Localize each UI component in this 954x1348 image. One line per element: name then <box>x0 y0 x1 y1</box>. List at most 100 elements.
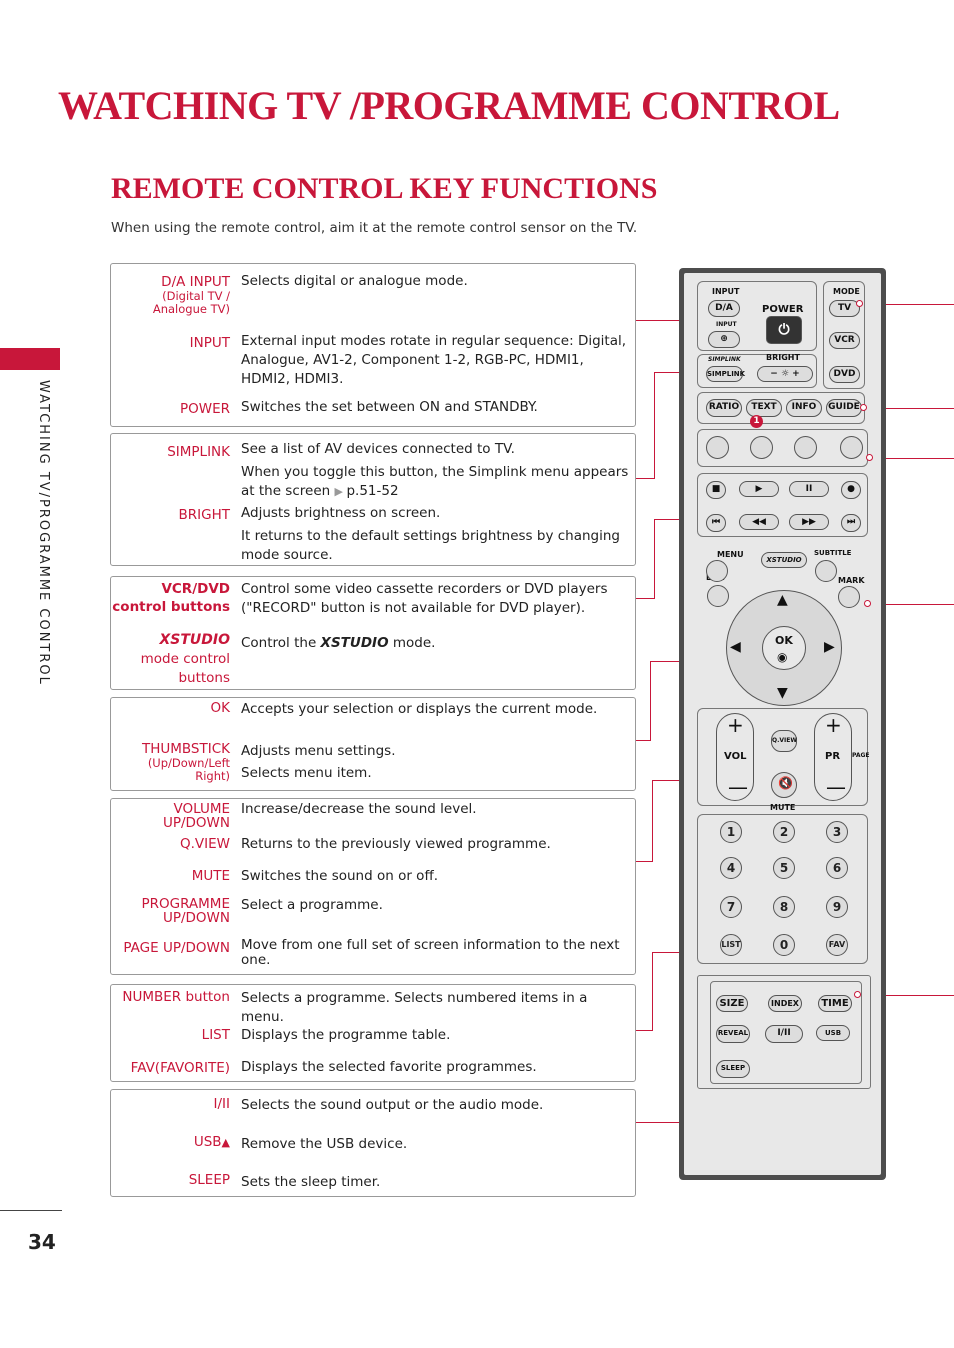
text-button[interactable]: TEXT <box>746 399 782 417</box>
box-volume-programme: VOLUME UP/DOWN Increase/decrease the sou… <box>110 798 636 975</box>
number-button-1[interactable]: 1 <box>720 821 742 843</box>
leader-line <box>652 780 697 781</box>
info-button[interactable]: INFO <box>786 399 822 417</box>
record-button[interactable]: ● <box>841 481 861 499</box>
remote-pr-label: PR <box>825 751 841 762</box>
leader-line <box>654 519 690 520</box>
power-desc: Switches the set between ON and STANDBY. <box>241 399 538 415</box>
bright-button[interactable]: − ☼ + <box>757 366 813 382</box>
guide-button[interactable]: GUIDE <box>826 399 862 417</box>
fav-button[interactable]: FAV <box>826 934 848 956</box>
skip-back-button[interactable]: ⏮ <box>706 514 726 532</box>
thumbstick-key: THUMBSTICK <box>141 741 230 757</box>
programme-rocker[interactable] <box>814 713 852 801</box>
number-button-9[interactable]: 9 <box>826 896 848 918</box>
box-simplink-bright: SIMPLINK See a list of AV devices connec… <box>110 433 636 566</box>
nav-up-icon[interactable]: ▲ <box>777 592 788 608</box>
volume-key2: UP/DOWN <box>162 815 230 831</box>
number-button-0[interactable]: 0 <box>773 934 795 956</box>
red-key[interactable] <box>706 436 729 459</box>
programme-up-icon[interactable]: + <box>825 713 842 737</box>
number-button-6[interactable]: 6 <box>826 857 848 879</box>
page-key: PAGE UP/DOWN <box>123 940 230 956</box>
pause-button[interactable]: II <box>789 481 829 497</box>
number-button-5[interactable]: 5 <box>773 857 795 879</box>
green-key[interactable] <box>750 436 773 459</box>
leader-line <box>652 952 697 953</box>
subtitle-button[interactable] <box>815 560 837 582</box>
xstudio-inline-logo: XSTUDIO <box>320 635 389 651</box>
dvd-mode-button[interactable]: DVD <box>829 366 860 383</box>
rewind-button[interactable]: ◀◀ <box>739 514 779 530</box>
simplink-button[interactable]: SIMPLINK <box>706 366 745 382</box>
input-icon: ⊕ <box>720 334 728 344</box>
arrow-right-icon: ▶ <box>334 485 347 498</box>
exit-button[interactable] <box>707 585 729 607</box>
ok-button[interactable] <box>762 626 806 670</box>
nav-right-icon[interactable]: ▶ <box>824 639 835 655</box>
blue-key[interactable] <box>840 436 863 459</box>
skip-forward-button[interactable]: ⏭ <box>841 514 861 532</box>
power-button[interactable]: ⏻ <box>766 316 802 344</box>
simplink-ref: p.51-52 <box>346 483 399 499</box>
leader-line <box>654 372 655 479</box>
qview-button[interactable]: Q.VIEW <box>771 730 797 752</box>
stop-icon: ■ <box>711 484 721 494</box>
programme-key2: UP/DOWN <box>162 910 230 926</box>
number-button-8[interactable]: 8 <box>773 896 795 918</box>
volume-down-icon[interactable]: — <box>728 775 748 799</box>
audio-key: I/II <box>213 1096 231 1112</box>
volume-desc: Increase/decrease the sound level. <box>241 801 477 817</box>
sleep-button[interactable]: SLEEP <box>716 1060 750 1078</box>
usb-button[interactable]: USB <box>816 1025 850 1041</box>
programme-down-icon[interactable]: — <box>826 775 846 799</box>
play-button[interactable]: ▶ <box>739 481 779 497</box>
stop-button[interactable]: ■ <box>706 481 726 499</box>
index-button[interactable]: INDEX <box>768 995 802 1012</box>
time-button[interactable]: TIME <box>818 995 852 1012</box>
ratio-button[interactable]: RATIO <box>706 399 742 417</box>
power-key: POWER <box>179 401 230 417</box>
rewind-icon: ◀◀ <box>752 517 766 527</box>
tv-mode-button[interactable]: TV <box>829 300 860 317</box>
simplink-desc2: When you toggle this button, the Simplin… <box>241 464 629 499</box>
input-desc: External input modes rotate in regular s… <box>241 333 627 387</box>
vcr-key2: control buttons <box>112 599 230 615</box>
xstudio-button[interactable]: XSTUDIO <box>761 552 807 568</box>
number-button-7[interactable]: 7 <box>720 896 742 918</box>
remote-ok-label: OK <box>775 634 793 647</box>
input-button[interactable]: ⊕ <box>708 331 740 348</box>
mark-button[interactable] <box>838 586 860 608</box>
list-button[interactable]: LIST <box>720 934 742 956</box>
mute-button[interactable] <box>771 772 797 798</box>
sleep-key: SLEEP <box>188 1172 230 1188</box>
ok-key: OK <box>210 700 230 716</box>
number-button-2[interactable]: 2 <box>773 821 795 843</box>
input-key: INPUT <box>189 335 230 351</box>
nav-left-icon[interactable]: ◀ <box>730 639 741 655</box>
programme-desc: Select a programme. <box>241 897 383 913</box>
da-input-key: D/A INPUT <box>161 274 230 290</box>
xstudio-logo: XSTUDIO <box>159 632 230 648</box>
thumbstick-desc2: Selects menu item. <box>241 765 372 781</box>
volume-up-icon[interactable]: + <box>727 713 744 737</box>
size-button[interactable]: SIZE <box>716 995 748 1012</box>
da-button[interactable]: D/A <box>708 300 740 317</box>
volume-rocker[interactable] <box>716 713 754 801</box>
power-icon: ⏻ <box>778 322 790 338</box>
fast-forward-button[interactable]: ▶▶ <box>789 514 829 530</box>
reveal-button[interactable]: REVEAL <box>716 1025 750 1043</box>
usb-key: USB <box>193 1134 222 1150</box>
yellow-key[interactable] <box>794 436 817 459</box>
leader-line <box>858 995 954 996</box>
vcr-key1: VCR/DVD <box>161 581 230 597</box>
nav-down-icon[interactable]: ▼ <box>777 685 788 701</box>
simplink-key: SIMPLINK <box>167 444 230 460</box>
menu-button[interactable] <box>706 560 728 582</box>
number-button-4[interactable]: 4 <box>720 857 742 879</box>
audio-mode-button[interactable]: I/II <box>765 1025 803 1043</box>
number-button-3[interactable]: 3 <box>826 821 848 843</box>
side-tab-marker <box>0 348 60 370</box>
vcr-mode-button[interactable]: VCR <box>829 332 860 349</box>
remote-page-label: PAGE <box>852 752 870 759</box>
